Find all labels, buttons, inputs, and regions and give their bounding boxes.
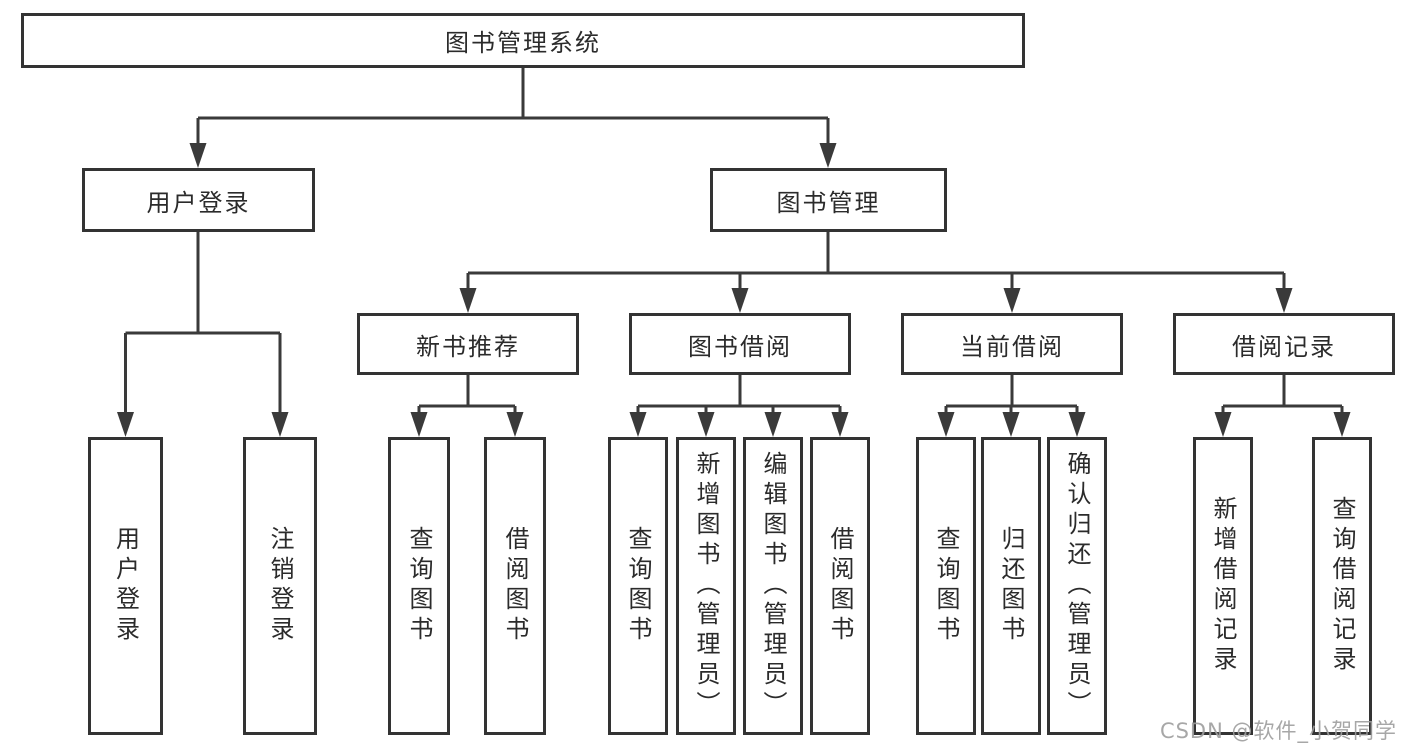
node-current-borrow: 当前借阅 — [901, 313, 1123, 375]
node-book-management-label: 图书管理 — [776, 188, 881, 217]
leaf-label: 注销登录 — [266, 526, 294, 646]
node-borrow-records: 借阅记录 — [1173, 313, 1395, 375]
watermark: CSDN @软件_小贺同学 — [1159, 719, 1397, 743]
node-book-management: 图书管理 — [710, 168, 947, 232]
node-leaf-add-borrow-record: 新增借阅记录 — [1193, 437, 1253, 735]
arrowheads — [117, 143, 1351, 437]
node-leaf-query-books-borrow: 查询图书 — [608, 437, 668, 735]
leaf-label: 用户登录 — [111, 526, 140, 646]
leaf-label: 归还图书 — [997, 526, 1025, 646]
node-leaf-query-books-current: 查询图书 — [916, 437, 976, 735]
node-leaf-return-book: 归还图书 — [981, 437, 1041, 735]
leaf-label: 借阅图书 — [826, 526, 854, 646]
node-leaf-query-books-recommend: 查询图书 — [388, 437, 450, 735]
leaf-label: 借阅图书 — [501, 526, 529, 646]
node-leaf-user-login: 用户登录 — [88, 437, 163, 735]
leaf-label: 查询图书 — [405, 526, 433, 646]
leaf-label: 编辑图书（管理员） — [759, 451, 787, 721]
node-leaf-edit-book-admin: 编辑图书（管理员） — [743, 437, 803, 735]
node-book-borrow: 图书借阅 — [629, 313, 851, 375]
node-root-label: 图书管理系统 — [445, 29, 601, 57]
node-leaf-borrow-books-borrow: 借阅图书 — [810, 437, 870, 735]
node-leaf-logout: 注销登录 — [243, 437, 317, 735]
node-leaf-add-book-admin: 新增图书（管理员） — [676, 437, 736, 735]
node-leaf-query-borrow-record: 查询借阅记录 — [1312, 437, 1372, 735]
leaf-label: 查询借阅记录 — [1328, 496, 1356, 676]
leaf-label: 新增图书（管理员） — [692, 451, 720, 721]
node-user-login: 用户登录 — [82, 168, 315, 232]
node-root: 图书管理系统 — [21, 13, 1025, 68]
node-borrow-records-label: 借阅记录 — [1232, 332, 1336, 361]
node-user-login-label: 用户登录 — [146, 188, 251, 217]
node-leaf-confirm-return-admin: 确认归还（管理员） — [1047, 437, 1107, 735]
node-new-book-recommend: 新书推荐 — [357, 313, 579, 375]
node-book-borrow-label: 图书借阅 — [688, 332, 792, 361]
node-current-borrow-label: 当前借阅 — [960, 332, 1064, 361]
leaf-label: 查询图书 — [624, 526, 652, 646]
leaf-label: 查询图书 — [932, 526, 960, 646]
node-leaf-borrow-books-recommend: 借阅图书 — [484, 437, 546, 735]
leaf-label: 新增借阅记录 — [1209, 496, 1237, 676]
leaf-label: 确认归还（管理员） — [1063, 451, 1091, 721]
node-new-book-recommend-label: 新书推荐 — [416, 332, 520, 361]
